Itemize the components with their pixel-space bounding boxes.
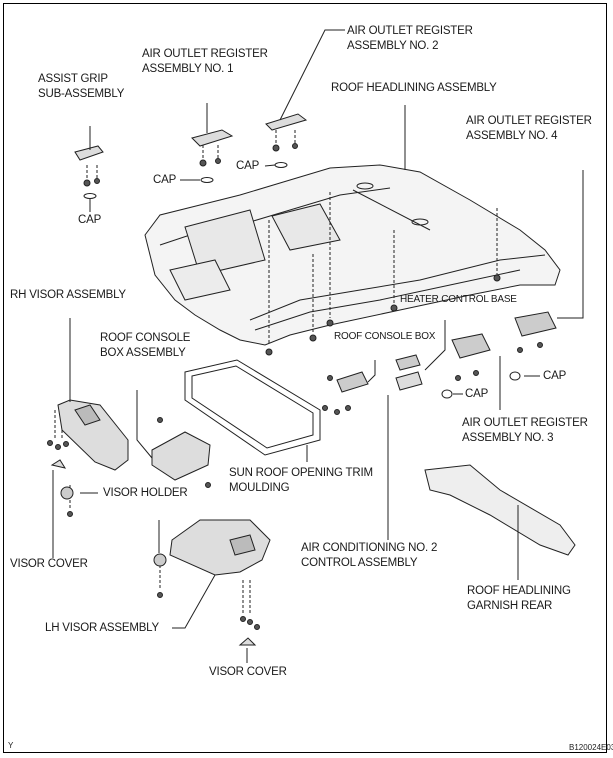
label-cap-outlet-2: CAP: [236, 160, 260, 172]
air-outlet-4-part: [514, 311, 557, 337]
figure-code: B120024E03: [569, 743, 613, 752]
label-lh-visor: LH VISOR ASSEMBLY: [45, 622, 159, 634]
sun-roof-trim-part: [184, 359, 321, 456]
diagram-frame: [3, 3, 607, 753]
label-rh-visor: RH VISOR ASSEMBLY: [10, 289, 126, 301]
label-cap-grip: CAP: [78, 214, 102, 226]
label-roof-console-box-assembly: ROOF CONSOLE BOX ASSEMBLY: [100, 332, 191, 359]
label-roof-console-box: ROOF CONSOLE BOX: [334, 331, 436, 342]
label-cap-outlet-3: CAP: [465, 388, 489, 400]
heater-control-base-part: [395, 354, 421, 371]
lh-visor-part: [169, 519, 271, 576]
roof-console-box-assembly-part: [151, 431, 211, 481]
label-visor-cover-lh: VISOR COVER: [209, 666, 287, 678]
label-visor-cover-rh: VISOR COVER: [10, 558, 88, 570]
assist-grip-part: [74, 145, 104, 161]
label-air-conditioning: AIR CONDITIONING NO. 2 CONTROL ASSEMBLY: [301, 542, 438, 569]
label-air-outlet-3: AIR OUTLET REGISTER ASSEMBLY NO. 3: [462, 417, 588, 444]
cap-part: [83, 193, 97, 199]
air-outlet-2-part: [265, 113, 308, 131]
label-heater-control-base: HEATER CONTROL BASE: [400, 294, 517, 305]
visor-holder-part: [60, 486, 74, 500]
label-sun-roof-trim: SUN ROOF OPENING TRIM MOULDING: [229, 467, 373, 494]
label-air-outlet-2: AIR OUTLET REGISTER ASSEMBLY NO. 2: [347, 25, 473, 52]
roof-console-box-part: [336, 371, 369, 393]
corner-marker: Y: [8, 741, 14, 750]
label-air-outlet-1: AIR OUTLET REGISTER ASSEMBLY NO. 1: [142, 48, 268, 75]
rh-visor-part: [57, 399, 129, 471]
label-roof-garnish-rear: ROOF HEADLINING GARNISH REAR: [467, 585, 571, 612]
label-roof-headlining: ROOF HEADLINING ASSEMBLY: [331, 82, 497, 94]
label-air-outlet-4: AIR OUTLET REGISTER ASSEMBLY NO. 4: [466, 115, 592, 142]
air-outlet-3-part: [451, 333, 491, 359]
air-outlet-1-part: [191, 129, 234, 147]
leader-lines: [52, 29, 584, 663]
roof-garnish-rear-part: [424, 464, 576, 556]
label-cap-outlet-1: CAP: [153, 174, 177, 186]
label-cap-outlet-4: CAP: [543, 370, 567, 382]
label-assist-grip: ASSIST GRIP SUB-ASSEMBLY: [38, 73, 125, 100]
screw-icons: [47, 143, 543, 630]
label-visor-holder: VISOR HOLDER: [103, 487, 188, 499]
roof-headlining-panel: [144, 164, 561, 346]
